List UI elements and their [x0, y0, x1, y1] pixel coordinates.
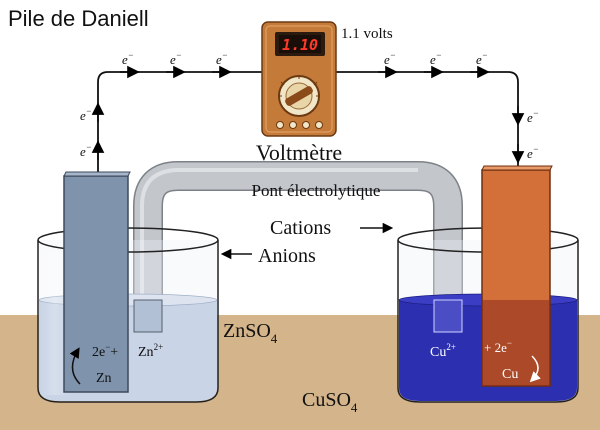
cathode-electrons: + 2e− [484, 338, 512, 355]
voltmeter-dial-pointer [285, 86, 313, 106]
salt-bridge-label: Pont électrolytique [252, 181, 381, 200]
cuso4-label: CuSO4 [302, 389, 358, 415]
voltmeter-label: Voltmètre [256, 140, 342, 165]
voltmeter-reading: 1.1 volts [341, 26, 393, 42]
cations-label: Cations [270, 217, 331, 239]
electron-label: e− [80, 142, 92, 159]
electron-label: e− [384, 50, 396, 67]
anode-electrons: 2e−+ [92, 342, 118, 360]
voltmeter-input-jacks [276, 121, 323, 129]
electron-label: e− [170, 50, 182, 67]
salt-bridge [133, 161, 463, 330]
anions-label: Anions [258, 245, 316, 267]
external-circuit-wire [97, 71, 519, 176]
anode-reaction-arrow [69, 347, 81, 385]
electron-label: e− [430, 50, 442, 67]
electron-label: e− [80, 106, 92, 123]
electron-flow-arrows [91, 65, 525, 164]
cu-ion-label: Cu2+ [430, 342, 456, 360]
salt-bridge-right-tip [433, 299, 463, 333]
cathode-reaction-arrow [529, 355, 541, 383]
electron-label: e− [527, 108, 539, 125]
zn-electrode-label: Zn [96, 371, 112, 386]
salt-bridge-left-tip [133, 299, 163, 333]
znso4-label: ZnSO4 [223, 320, 278, 346]
cu-electrode-label: Cu [502, 367, 518, 382]
copper-electrode [481, 165, 553, 387]
voltmeter-display-value: 1.10 [282, 36, 318, 54]
electron-label: e− [476, 50, 488, 67]
diagram-title: Pile de Daniell [8, 6, 149, 31]
electron-label: e− [527, 144, 539, 161]
electron-label: e− [216, 50, 228, 67]
zinc-electrode [63, 171, 131, 393]
voltmeter-dial-ticks [278, 75, 320, 97]
electron-label: e− [122, 50, 134, 67]
voltmeter: 1.10 [261, 21, 337, 137]
zn-ion-label: Zn2+ [138, 342, 163, 360]
electron-labels: e− e− e− e− e− e− e− e− e− e− [80, 50, 539, 161]
voltmeter-display [279, 35, 321, 53]
